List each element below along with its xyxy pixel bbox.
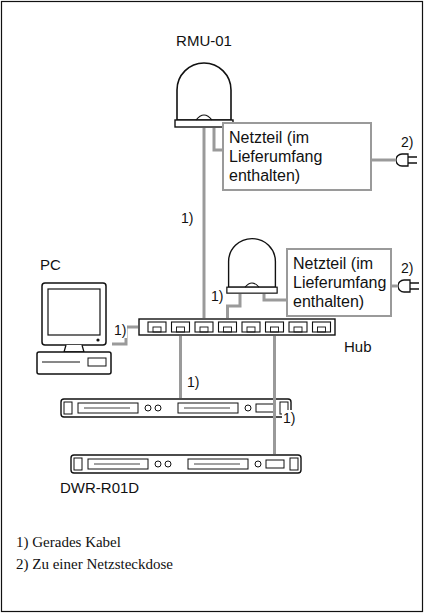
rack-node: DWR-R01D <box>70 454 302 474</box>
power-supply-box: Netzteil (im Lieferumfang enthalten) <box>222 122 372 191</box>
device-label: RMU-01 <box>176 32 232 49</box>
callout-number: 2) <box>400 134 414 150</box>
power-cord <box>372 159 396 162</box>
rack-shape <box>71 455 301 473</box>
callout-number: 2) <box>400 260 414 276</box>
cable-connector <box>203 128 206 318</box>
receiver-unit <box>61 399 291 417</box>
device-label: Hub <box>344 338 372 355</box>
box-text: Netzteil (im Lieferumfang enthalten) <box>293 254 385 311</box>
box-text: Netzteil (im Lieferumfang enthalten) <box>229 128 365 185</box>
device-label: PC <box>40 256 61 273</box>
computer-icon <box>36 282 112 376</box>
hub-device <box>138 318 336 336</box>
power-plug <box>398 280 419 292</box>
antenna-shape <box>175 63 233 127</box>
cable-connector <box>214 128 222 150</box>
cable <box>228 294 241 318</box>
callout-number: 1) <box>186 374 200 390</box>
power-plug <box>396 154 417 166</box>
power-cord <box>392 285 399 288</box>
footnote: 1) Gerades Kabel <box>16 534 121 551</box>
callout-number: 1) <box>113 322 127 338</box>
callout-number: 1) <box>180 210 194 226</box>
power-supply-box: Netzteil (im Lieferumfang enthalten) <box>286 248 392 317</box>
cable <box>179 336 182 398</box>
device-label: DWR-R01D <box>60 479 139 496</box>
receiver-unit <box>70 454 302 474</box>
hub-node: Hub <box>138 318 336 336</box>
cable-connector <box>273 336 276 454</box>
footnote: 2) Zu einer Netzsteckdose <box>16 556 173 573</box>
pc-node: PC <box>36 282 112 376</box>
callout-number: 1) <box>210 288 224 304</box>
power-cable <box>264 294 286 300</box>
antenna-unit <box>174 60 234 128</box>
callout-number: 1) <box>282 410 296 426</box>
antenna-unit <box>227 239 277 294</box>
dome-node: RMU-01 <box>174 60 234 128</box>
